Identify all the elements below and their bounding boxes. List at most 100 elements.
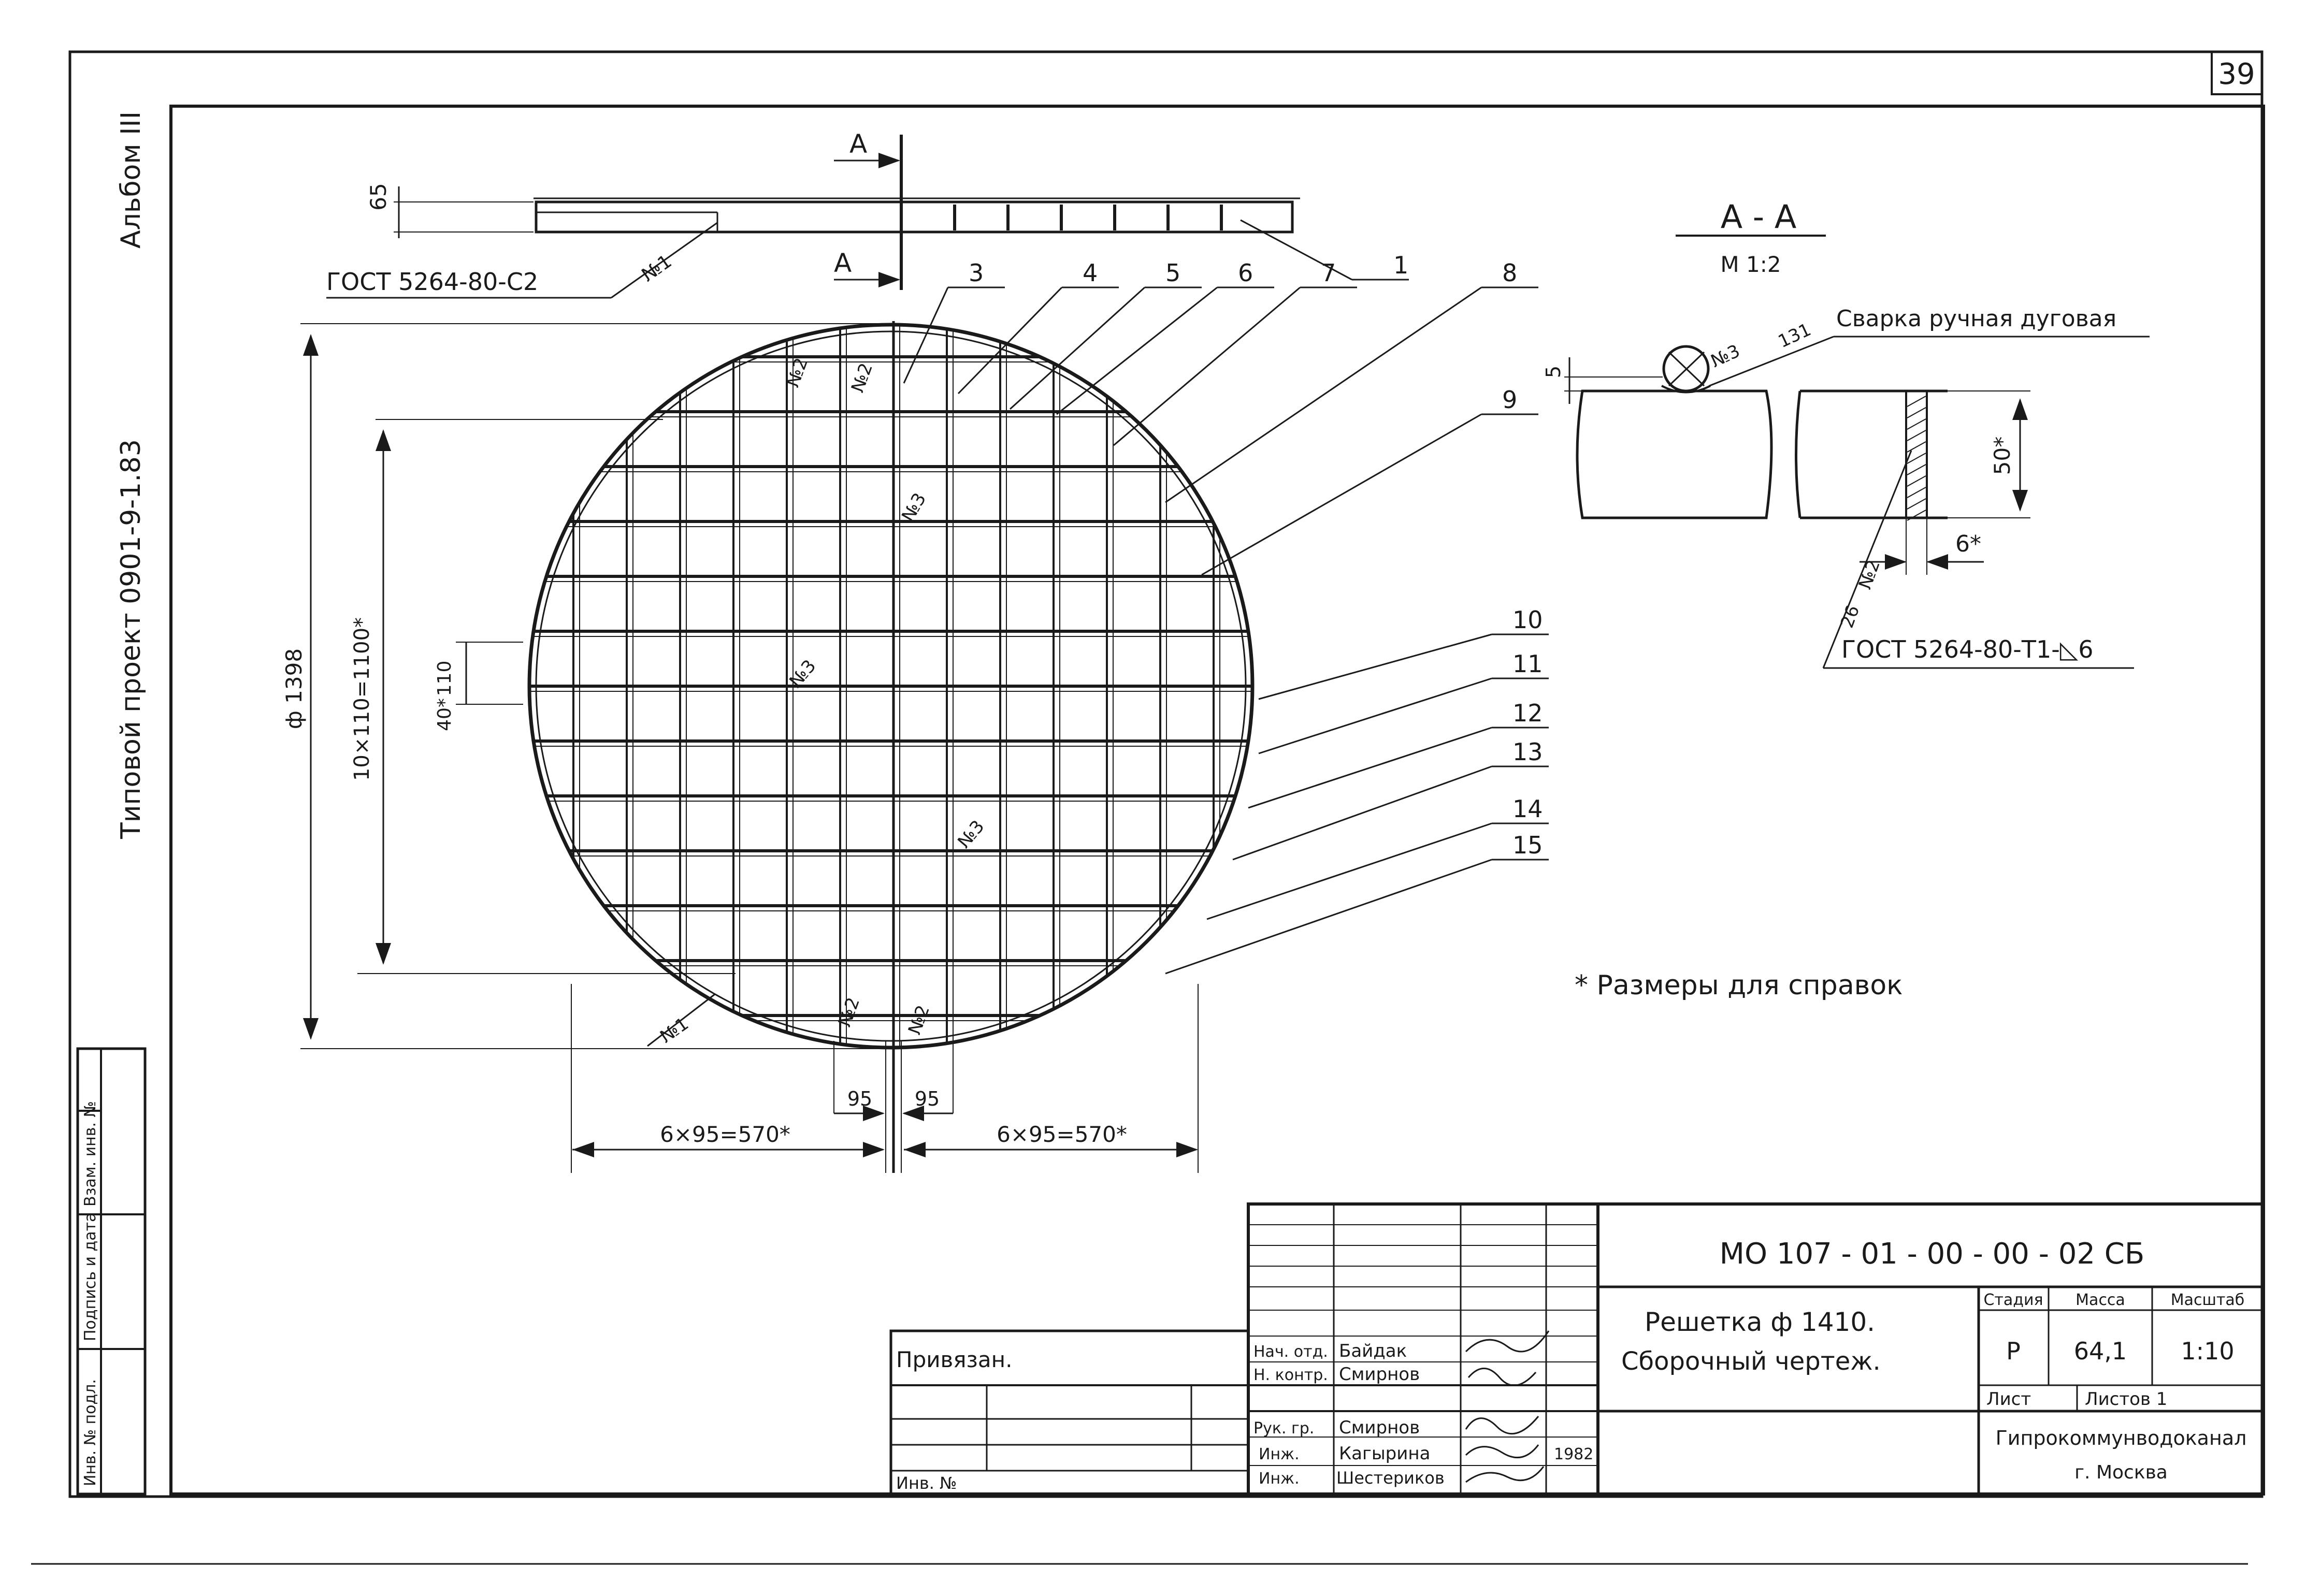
- callout-leader: [1201, 413, 1482, 576]
- section-title: А - А: [1721, 198, 1797, 236]
- callout-7: 7: [1321, 259, 1336, 287]
- hatch-line: [1907, 418, 1926, 430]
- top-gost-note: ГОСТ 5264-80-С2: [326, 268, 538, 296]
- callout-15: 15: [1512, 831, 1543, 859]
- section-gost-note: ГОСТ 5264-80-Т1-◺6: [1841, 635, 2094, 663]
- callout-12: 12: [1512, 699, 1543, 727]
- year: 1982: [1554, 1445, 1593, 1463]
- plan-weld-tag-6: №1: [656, 1013, 693, 1047]
- hatch-line: [1907, 441, 1926, 453]
- hatch-line: [1907, 430, 1926, 441]
- doc-code: МО 107 - 01 - 00 - 00 - 02 СБ: [1720, 1237, 2145, 1271]
- callout-leader: [1206, 822, 1492, 920]
- stamp-inv-podl: Инв. № подл.: [81, 1379, 99, 1486]
- plan-weld-tag-7: №2: [834, 995, 864, 1029]
- callout-4: 4: [1083, 259, 1098, 287]
- callout-leader: [1165, 859, 1492, 975]
- dim-vertical-total: 10×110=1100*: [350, 617, 374, 781]
- signer-name-1: Байдак: [1339, 1341, 1407, 1361]
- grating-rim: [527, 323, 1255, 1050]
- privyazan-label: Привязан.: [896, 1347, 1012, 1372]
- callout-14: 14: [1512, 795, 1543, 823]
- callout-leader: [1165, 286, 1482, 503]
- stamp-podpis: Подпись и дата: [81, 1213, 99, 1342]
- callout-leader: [957, 286, 1063, 395]
- signer-name-2: Смирнов: [1339, 1364, 1420, 1385]
- hatch-line: [1907, 396, 1926, 407]
- section-dim-6: 6*: [1955, 531, 1981, 557]
- callout-leader: [1232, 765, 1492, 861]
- callout-leader: [1258, 677, 1492, 755]
- callout-11: 11: [1512, 650, 1543, 678]
- hatch-line: [1907, 487, 1926, 498]
- sheets-label: Листов 1: [2085, 1389, 2167, 1410]
- callout-8: 8: [1502, 259, 1517, 287]
- section-mark-top: А: [849, 129, 867, 159]
- callout-10: 10: [1512, 606, 1543, 634]
- org-city: г. Москва: [2074, 1462, 2168, 1483]
- callout-5: 5: [1165, 259, 1180, 287]
- mass-value: 64,1: [2074, 1337, 2127, 1365]
- signer-role-1: Нач. отд.: [1253, 1343, 1328, 1361]
- scale-value: 1:10: [2181, 1337, 2234, 1365]
- mass-header: Масса: [2076, 1291, 2125, 1309]
- plan-weld-tag-2: №2: [847, 360, 877, 395]
- binding-block: Привязан. Инв. №: [889, 1329, 1250, 1496]
- callout-leader: [1056, 286, 1218, 415]
- signer-role-4: Инж.: [1259, 1445, 1300, 1463]
- callout-leader: [1258, 633, 1492, 700]
- doc-name-1: Решетка ф 1410.: [1645, 1307, 1875, 1337]
- signer-role-3: Рук. гр.: [1253, 1419, 1314, 1438]
- callout-13: 13: [1512, 738, 1543, 766]
- round-bar: [1662, 345, 1710, 393]
- dim-center-left: 95: [847, 1087, 872, 1110]
- reference-note: * Размеры для справок: [1575, 970, 1903, 1001]
- sheet-number-box: [2211, 51, 2263, 95]
- section-view: А - А М 1:2 №3 131 Сварка ручная дуговая…: [1542, 198, 2150, 669]
- section-dim-5: 5: [1542, 366, 1565, 378]
- title-block: МО 107 - 01 - 00 - 00 - 02 СБ Решетка ф …: [1247, 1202, 2265, 1496]
- top-view-dim-65: 65: [366, 183, 391, 210]
- callout-leader: [1113, 286, 1301, 446]
- hatch-line: [1907, 475, 1926, 487]
- hatch-line: [1907, 453, 1926, 464]
- section-mark-bottom: А: [834, 248, 852, 278]
- hatch-line: [1907, 407, 1926, 418]
- signer-name-5: Шестериков: [1336, 1468, 1445, 1488]
- signer-role-5: Инж.: [1259, 1470, 1300, 1488]
- dim-cell-110: 110: [434, 661, 455, 697]
- left-stamp-strip: Инв. № подл. Подпись и дата Взам. инв. №: [76, 1047, 147, 1496]
- stamp-vzam: Взам. инв. №: [81, 1101, 99, 1207]
- signer-role-2: Н. контр.: [1253, 1366, 1328, 1384]
- callout-6: 6: [1238, 259, 1253, 287]
- org-name: Гипрокоммунводоканал: [1996, 1427, 2247, 1449]
- section-weld-note: Сварка ручная дуговая: [1836, 306, 2116, 332]
- stage-value: Р: [2006, 1337, 2021, 1365]
- callout-leader: [1248, 727, 1492, 809]
- callout-leader: [1009, 286, 1146, 410]
- callout-3: 3: [969, 259, 984, 287]
- sheet-number: 39: [2218, 57, 2255, 91]
- dim-bottom-left: 6×95=570*: [660, 1122, 790, 1147]
- plan-weld-tag-5: №3: [954, 816, 988, 852]
- doc-name-2: Сборочный чертеж.: [1621, 1347, 1881, 1376]
- top-view: 65 А А ГОСТ 5264-80-С2 №1 1: [326, 129, 1409, 299]
- album-label: Альбом III: [116, 111, 147, 249]
- section-dim-50: 50*: [1990, 437, 2015, 475]
- dim-center-right: 95: [915, 1087, 940, 1110]
- plan-weld-tag-8: №2: [904, 1003, 934, 1037]
- sheet-label: Лист: [1986, 1389, 2031, 1410]
- callout-9: 9: [1502, 386, 1517, 414]
- section-weld-tag: №3: [1708, 341, 1743, 372]
- stage-header: Стадия: [1983, 1291, 2043, 1309]
- hatch-line: [1907, 510, 1926, 521]
- signer-name-3: Смирнов: [1339, 1417, 1420, 1438]
- project-label: Типовой проект 0901-9-1.83: [116, 439, 147, 839]
- callout-leader: [903, 287, 949, 384]
- scale-header: Масштаб: [2171, 1291, 2245, 1309]
- section-scale: М 1:2: [1720, 252, 1781, 277]
- callout-1: 1: [1393, 251, 1408, 279]
- hatch-line: [1907, 498, 1926, 510]
